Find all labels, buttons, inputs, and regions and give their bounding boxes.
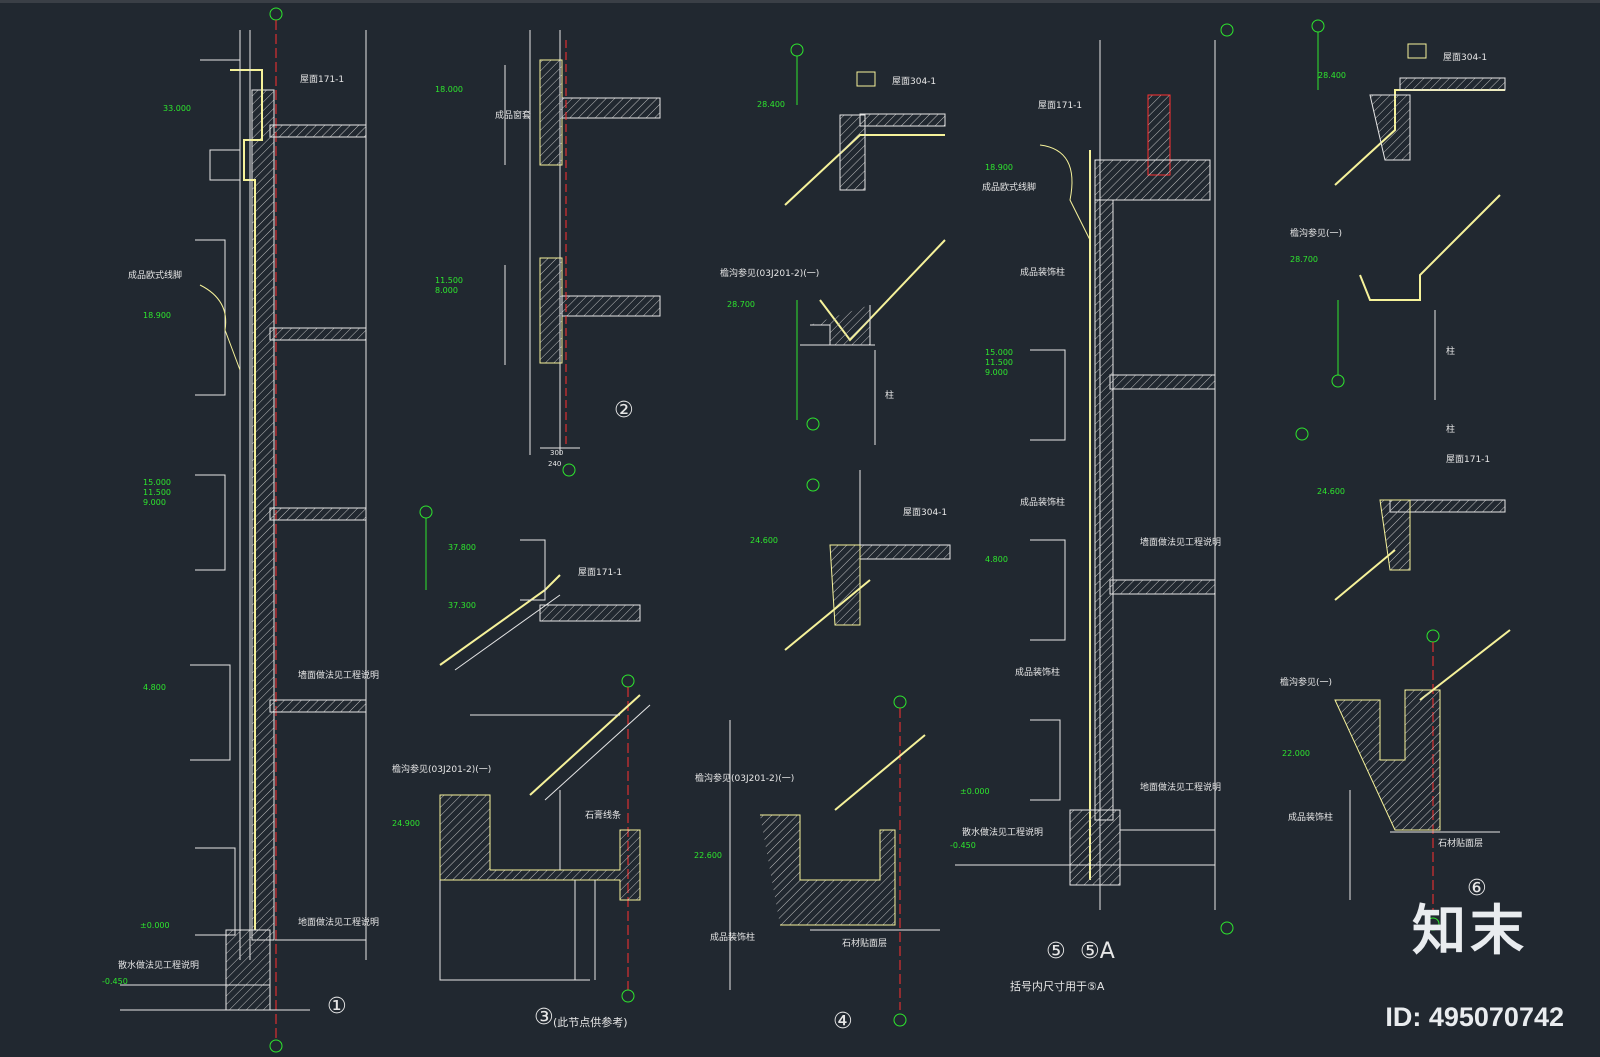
annotation-note: 成品装饰柱: [1015, 666, 1060, 678]
dimension-text: 240: [548, 460, 561, 468]
level-marker: 28.700: [1290, 255, 1318, 264]
detail-caption-5: 括号内尺寸用于⑤A: [1010, 979, 1105, 993]
detail-6: [1295, 19, 1511, 931]
annotation-note: 散水做法见工程说明: [118, 959, 199, 971]
level-marker: 11.500: [985, 358, 1013, 367]
detail-3: [419, 505, 651, 1003]
axis-bubble-bottom: [269, 1039, 283, 1053]
level-marker: 37.300: [448, 601, 476, 610]
detail-callout-5a: ⑤A: [1080, 939, 1115, 964]
level-marker: -0.450: [950, 841, 976, 850]
annotation-note: 屋面171-1: [300, 74, 344, 85]
annotation-note: 墙面做法见工程说明: [1140, 536, 1221, 548]
annotation-note: 檐沟参见(一): [1290, 227, 1342, 239]
level-marker: 18.000: [435, 85, 463, 94]
annotation-note: 成品欧式线脚: [128, 269, 182, 281]
annotation-note: 屋面304-1: [1443, 52, 1487, 63]
level-marker: 18.900: [143, 311, 171, 320]
level-marker: 24.600: [750, 536, 778, 545]
detail-callout-3: ③: [534, 1005, 554, 1030]
annotation-note: 柱: [885, 389, 894, 401]
detail-5: [955, 23, 1234, 935]
annotation-note: 屋面171-1: [578, 567, 622, 578]
level-marker: 11.500: [143, 488, 171, 497]
level-marker: ±0.000: [960, 787, 990, 796]
detail-2: [504, 30, 661, 477]
level-marker: 24.600: [1317, 487, 1345, 496]
level-marker: 37.800: [448, 543, 476, 552]
wall-finish: [230, 69, 263, 930]
level-marker: 22.600: [694, 851, 722, 860]
annotation-note: 屋面304-1: [892, 76, 936, 87]
level-marker: -0.450: [102, 977, 128, 986]
detail-1: [120, 7, 367, 1053]
watermark-logo: 知末: [1412, 899, 1528, 962]
annotation-note: 成品装饰柱: [1288, 811, 1333, 823]
watermark-id: ID: 495070742: [1385, 1002, 1564, 1032]
annotation-note: 石材贴面层: [842, 937, 887, 949]
detail-callout-5: ⑤: [1046, 939, 1066, 964]
level-marker: ±0.000: [140, 921, 170, 930]
annotation-note: 檐沟参见(03J201-2)(一): [695, 772, 794, 784]
annotation-note: 檐沟参见(03J201-2)(一): [392, 763, 491, 775]
level-marker: 24.900: [392, 819, 420, 828]
annotation-note: 成品装饰柱: [1020, 266, 1065, 278]
dimension-text: 300: [550, 449, 563, 457]
annotation-note: 成品装饰柱: [1020, 496, 1065, 508]
level-marker: 9.000: [143, 498, 166, 507]
axis-bubble-top: [269, 7, 283, 21]
annotation-note: 石膏线条: [585, 809, 621, 821]
level-marker: 18.900: [985, 163, 1013, 172]
detail-callout-2: ②: [614, 398, 634, 423]
annotation-note: 屋面171-1: [1446, 454, 1490, 465]
level-marker: 8.000: [435, 286, 458, 295]
annotation-note: 檐沟参见(一): [1280, 676, 1332, 688]
level-marker: 9.000: [985, 368, 1008, 377]
annotation-note: 地面做法见工程说明: [298, 916, 379, 928]
level-marker: 28.400: [757, 100, 785, 109]
annotation-note: 屋面304-1: [903, 507, 947, 518]
detail-callout-4: ④: [833, 1009, 853, 1034]
annotation-note: 檐沟参见(03J201-2)(一): [720, 267, 819, 279]
annotation-layer: ①33.00018.90015.00011.5009.0004.800±0.00…: [102, 52, 1490, 1034]
annotation-note: 散水做法见工程说明: [962, 826, 1043, 838]
detail-caption-3: (此节点供参考): [553, 1015, 628, 1029]
level-marker: 28.700: [727, 300, 755, 309]
annotation-note: 地面做法见工程说明: [1140, 781, 1221, 793]
level-marker: 33.000: [163, 104, 191, 113]
level-marker: 15.000: [143, 478, 171, 487]
level-marker: 28.400: [1318, 71, 1346, 80]
level-marker: 11.500: [435, 276, 463, 285]
annotation-note: 屋面171-1: [1038, 100, 1082, 111]
annotation-note: 成品装饰柱: [710, 931, 755, 943]
level-marker: 22.000: [1282, 749, 1310, 758]
annotation-note: 石材贴面层: [1438, 837, 1483, 849]
level-marker: 15.000: [985, 348, 1013, 357]
annotation-note: 成品窗套: [495, 109, 531, 121]
annotation-note: 成品欧式线脚: [982, 181, 1036, 193]
level-marker: 4.800: [985, 555, 1008, 564]
annotation-note: 墙面做法见工程说明: [298, 669, 379, 681]
annotation-note: 柱: [1446, 345, 1455, 357]
detail-callout-6: ⑥: [1467, 876, 1487, 901]
annotation-note: 柱: [1446, 423, 1455, 435]
top-border-strip: [0, 0, 1600, 3]
level-marker: 4.800: [143, 683, 166, 692]
detail-callout-1: ①: [327, 994, 347, 1019]
detail-4: [729, 43, 951, 1027]
